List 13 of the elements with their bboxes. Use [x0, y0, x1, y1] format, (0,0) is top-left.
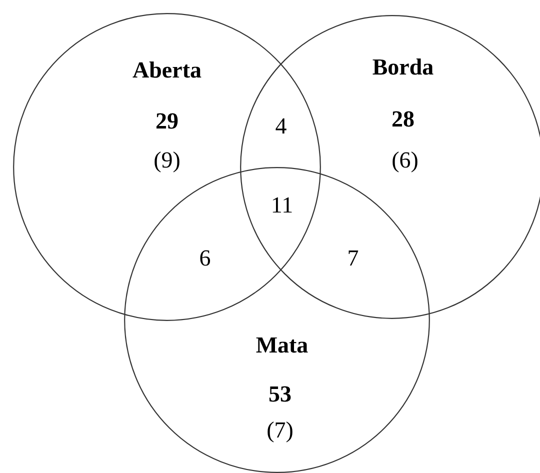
overlap-count: 6 — [199, 246, 211, 270]
species-count: 28 — [392, 108, 414, 130]
overlap-count: 7 — [347, 246, 359, 270]
set-name: Mata — [256, 334, 308, 356]
exclusive-count: (9) — [154, 148, 180, 172]
species-count: 29 — [156, 110, 178, 132]
set-name: Borda — [372, 56, 434, 78]
set-name: Aberta — [132, 58, 202, 82]
exclusive-count: (6) — [392, 148, 418, 172]
overlap-count: 11 — [270, 194, 294, 216]
species-count: 53 — [268, 382, 292, 406]
overlap-count: 4 — [275, 114, 287, 138]
exclusive-count: (7) — [266, 418, 294, 442]
